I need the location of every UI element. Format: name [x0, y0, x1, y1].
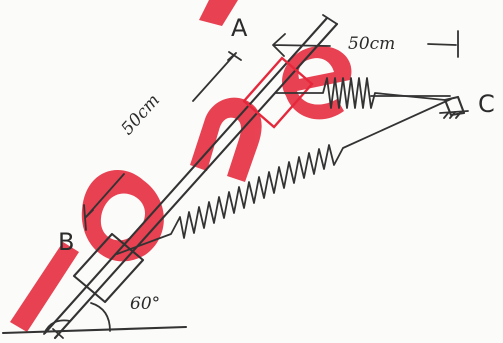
ground-line	[1, 325, 188, 335]
support-c	[370, 95, 469, 119]
spring-ac	[275, 77, 446, 109]
label-c: C	[478, 90, 495, 118]
dim-left-line	[83, 51, 242, 231]
angle-arc	[90, 302, 111, 332]
spring-bc	[116, 98, 452, 255]
slider-b	[72, 232, 145, 304]
label-a: A	[231, 14, 248, 42]
slider-a	[242, 56, 314, 129]
angle-label: 60°	[130, 294, 161, 314]
dim-top-line	[272, 30, 459, 58]
inclined-rod	[43, 14, 339, 340]
label-b: B	[58, 228, 75, 256]
dimension-top: 50cm	[348, 34, 396, 54]
